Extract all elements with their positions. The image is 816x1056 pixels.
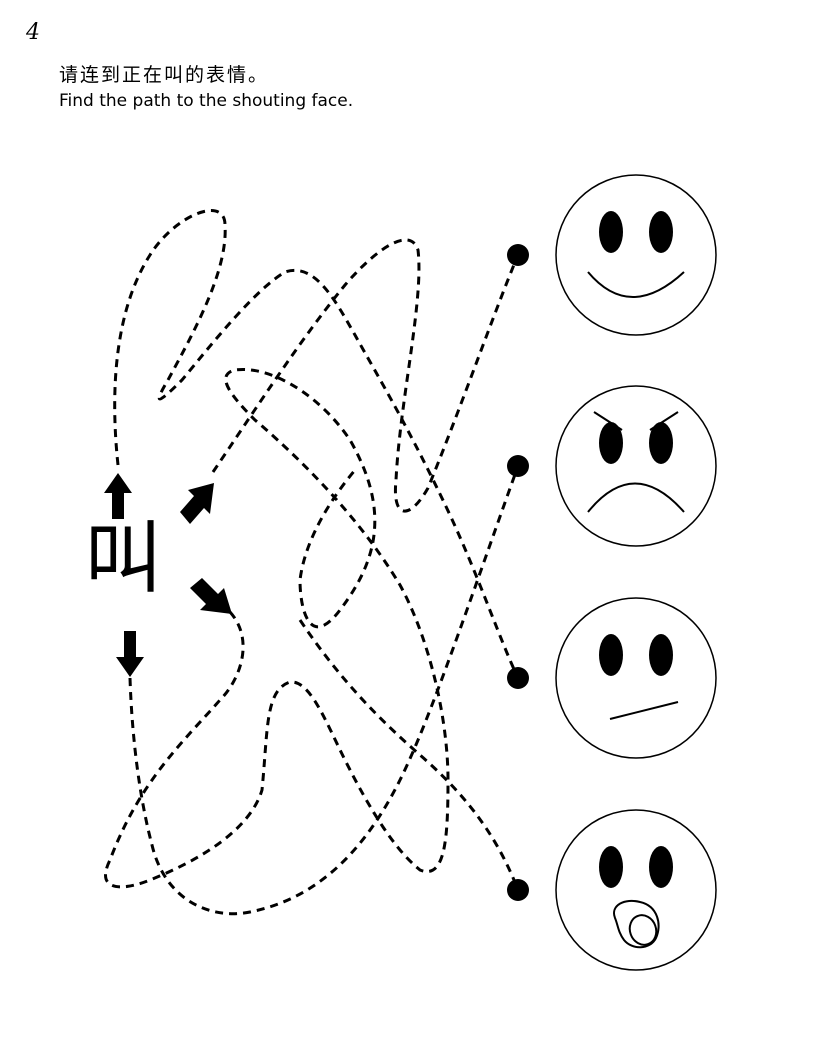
- start-character: 叫: [84, 514, 163, 604]
- angry-face-icon[interactable]: [555, 385, 717, 547]
- instruction-chinese: 请连到正在叫的表情。: [59, 64, 270, 86]
- maze-path-upper-right[interactable]: [211, 238, 520, 513]
- endpoint-dot-shouting[interactable]: [507, 879, 529, 901]
- endpoint-dot-angry[interactable]: [507, 455, 529, 477]
- arrow-upper-right-icon: [180, 483, 214, 524]
- happy-face-icon[interactable]: [555, 174, 717, 336]
- maze-path-cross[interactable]: [298, 619, 520, 891]
- page-number: 4: [26, 20, 40, 45]
- shouting-face-icon[interactable]: [555, 809, 717, 971]
- neutral-face-icon[interactable]: [555, 597, 717, 759]
- maze-path-lower-right[interactable]: [104, 367, 450, 889]
- endpoint-dot-neutral[interactable]: [507, 667, 529, 689]
- maze-path-down[interactable]: [128, 465, 520, 916]
- arrow-up-icon: [104, 473, 132, 519]
- arrow-down-icon: [116, 631, 144, 677]
- maze-path-up[interactable]: [113, 209, 520, 679]
- arrow-lower-right-icon: [190, 578, 232, 614]
- instruction-english: Find the path to the shouting face.: [59, 91, 354, 111]
- endpoint-dot-happy[interactable]: [507, 244, 529, 266]
